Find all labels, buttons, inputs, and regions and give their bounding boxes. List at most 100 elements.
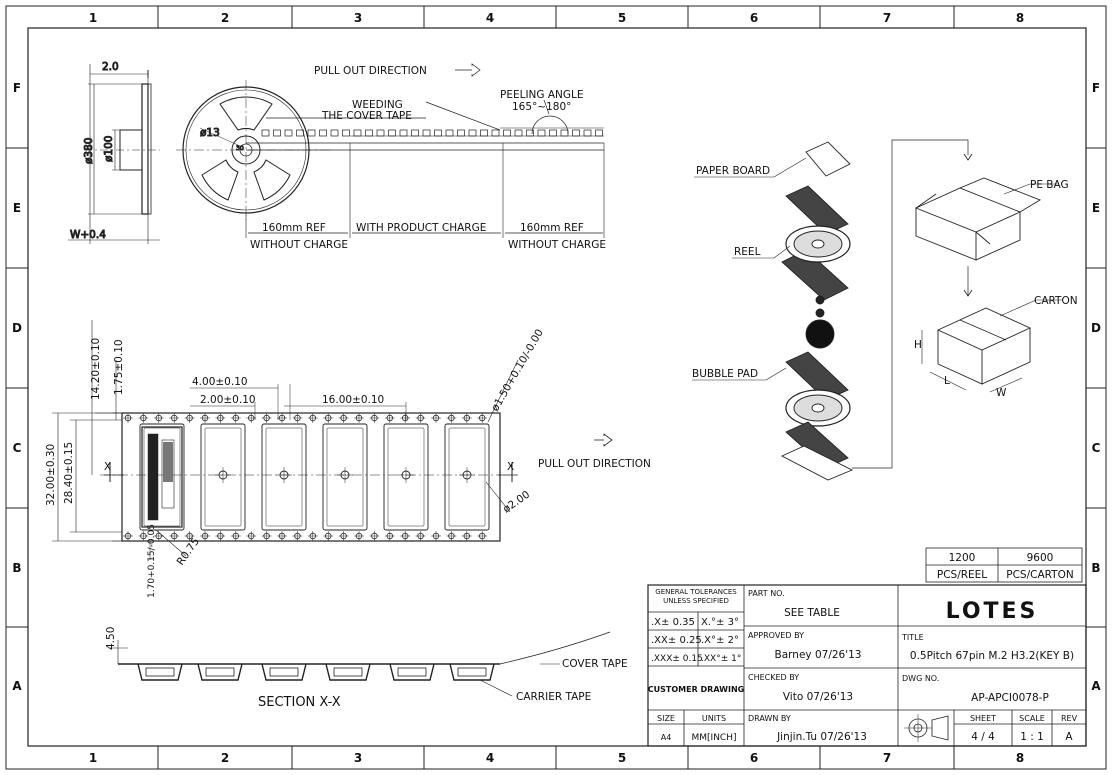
- zone-row-f-right: F: [1092, 81, 1100, 95]
- packing-exploded-view: [692, 139, 1062, 481]
- tape-cavity-inner: [265, 427, 303, 527]
- section-pockets: [137, 663, 495, 681]
- tape-pocket: [491, 129, 500, 137]
- tape-pocket: [514, 129, 523, 137]
- tolerance-xx: .XX± 0.25: [651, 635, 702, 646]
- peeling-angle-value: 165°~180°: [512, 101, 571, 113]
- title-value: 0.5Pitch 67pin M.2 H3.2(KEY B): [910, 650, 1074, 662]
- drawn-by-label: DRAWN BY: [748, 714, 791, 723]
- zone-labels: 1 2 3 4 5 6 7 8 1 2 3 4 5 6 7 8 F E D C …: [12, 11, 1101, 765]
- dim-sprocket-hole-diameter: ø1.50+0.10/-0.00: [489, 327, 546, 413]
- tape-pocket: [595, 129, 603, 137]
- reel-hub-mark: 30: [236, 145, 244, 152]
- pull-out-arrow-2: [594, 433, 613, 447]
- section-pocket: [137, 663, 183, 681]
- zone-col-4-bottom: 4: [486, 751, 494, 765]
- rev-label: REV: [1061, 714, 1078, 723]
- pe-bag-label: PE BAG: [1030, 179, 1069, 191]
- zone-col-5: 5: [618, 11, 626, 25]
- cover-tape-label: COVER TAPE: [562, 658, 628, 670]
- approved-by-value: Barney 07/26'13: [775, 649, 862, 661]
- section-x-x-view: [110, 631, 611, 697]
- paper-board-label: PAPER BOARD: [696, 165, 770, 177]
- pull-out-direction-label: PULL OUT DIRECTION: [314, 65, 427, 77]
- drawing-frame: [5, 5, 1107, 770]
- segment-left-description: WITHOUT CHARGE: [250, 239, 348, 251]
- reel-annotations: [248, 63, 603, 234]
- checked-by-value: Vito 07/26'13: [783, 691, 853, 703]
- units-value: MM[INCH]: [692, 733, 737, 743]
- tape-cavity-inner: [143, 427, 181, 527]
- carton-dim-l: L: [944, 375, 950, 387]
- section-pocket: [325, 663, 371, 681]
- tape-cavity: [261, 423, 307, 531]
- tape-cavity: [322, 423, 368, 531]
- zone-col-8: 8: [1016, 11, 1024, 25]
- zone-col-1-bottom: 1: [89, 751, 97, 765]
- section-pocket: [389, 663, 435, 681]
- zone-row-d-right: D: [1091, 321, 1101, 335]
- segment-left-length: 160mm REF: [262, 222, 326, 234]
- tape-pocket: [468, 129, 477, 137]
- dim-2-00: 2.00±0.10: [200, 394, 256, 406]
- tape-pocket: [560, 129, 569, 137]
- tape-pocket: [422, 129, 431, 137]
- tape-pocket: [411, 129, 419, 137]
- dim-reel-width: W+0.4: [70, 229, 106, 241]
- dim-1-70: 1.70+0.15/-0.05: [147, 524, 157, 598]
- section-pocket-part: [333, 667, 363, 677]
- zone-row-c: C: [13, 441, 22, 455]
- zone-col-8-bottom: 8: [1016, 751, 1024, 765]
- tape-cavity-inner: [326, 427, 364, 527]
- general-tolerances-label: GENERAL TOLERANCES: [655, 588, 737, 596]
- zone-row-e: E: [13, 201, 21, 215]
- zone-row-f: F: [13, 81, 21, 95]
- section-pocket: [197, 663, 243, 681]
- sheet-value: 4 / 4: [971, 731, 995, 743]
- quantity-table: [925, 547, 1083, 583]
- tape-pocket: [445, 129, 454, 137]
- title-label: TITLE: [901, 633, 924, 642]
- tape-pocket: [526, 129, 534, 137]
- dim-32-00: 32.00±0.30: [45, 444, 57, 506]
- tape-pocket: [296, 129, 304, 137]
- checked-by-label: CHECKED BY: [748, 673, 799, 682]
- section-pocket-part: [457, 667, 487, 677]
- zone-col-6: 6: [750, 11, 758, 25]
- zone-col-1: 1: [89, 11, 97, 25]
- zone-row-a: A: [12, 679, 22, 693]
- section-mark-left: X: [104, 461, 111, 473]
- zone-col-7-bottom: 7: [883, 751, 891, 765]
- pcs-per-carton-label: PCS/CARTON: [1006, 569, 1073, 581]
- dim-28-40: 28.40±0.15: [63, 442, 75, 504]
- carton-dim-h: H: [914, 339, 922, 351]
- dim-hole-diameter: ø13: [200, 127, 220, 139]
- tape-pocket: [388, 129, 396, 137]
- tape-cavity-inner: [204, 427, 242, 527]
- segment-middle-description: WITH PRODUCT CHARGE: [356, 222, 486, 234]
- reel-label: REEL: [734, 246, 761, 258]
- carton-dim-w: W: [996, 387, 1007, 399]
- tape-pockets: [261, 129, 603, 137]
- carrier-tape-label: CARRIER TAPE: [516, 691, 591, 703]
- tape-pocket: [353, 129, 362, 137]
- section-pocket-part: [397, 667, 427, 677]
- tape-pocket: [273, 129, 281, 137]
- customer-drawing-label: CUSTOMER DRAWING: [648, 685, 744, 694]
- weeding-cover-tape-label: THE COVER TAPE: [321, 110, 412, 122]
- scale-label: SCALE: [1019, 714, 1045, 723]
- tape-pocket: [284, 129, 293, 137]
- part-no-value: SEE TABLE: [784, 607, 840, 619]
- tolerance-x: .X± 0.35: [651, 617, 695, 628]
- section-pocket-part: [205, 667, 235, 677]
- pcs-per-reel-value: 1200: [949, 552, 976, 564]
- approved-by-label: APPROVED BY: [748, 631, 804, 640]
- section-title: SECTION X-X: [258, 695, 341, 710]
- tape-pocket: [261, 129, 270, 137]
- dwg-no-value: AP-APCI0078-P: [971, 692, 1049, 704]
- tolerance-xx-angle: .X°± 2°: [701, 635, 739, 646]
- pcs-per-carton-value: 9600: [1027, 552, 1054, 564]
- pull-out-direction-label-2: PULL OUT DIRECTION: [538, 458, 651, 470]
- dim-cavity-hole-diameter: ø2.00: [501, 489, 532, 516]
